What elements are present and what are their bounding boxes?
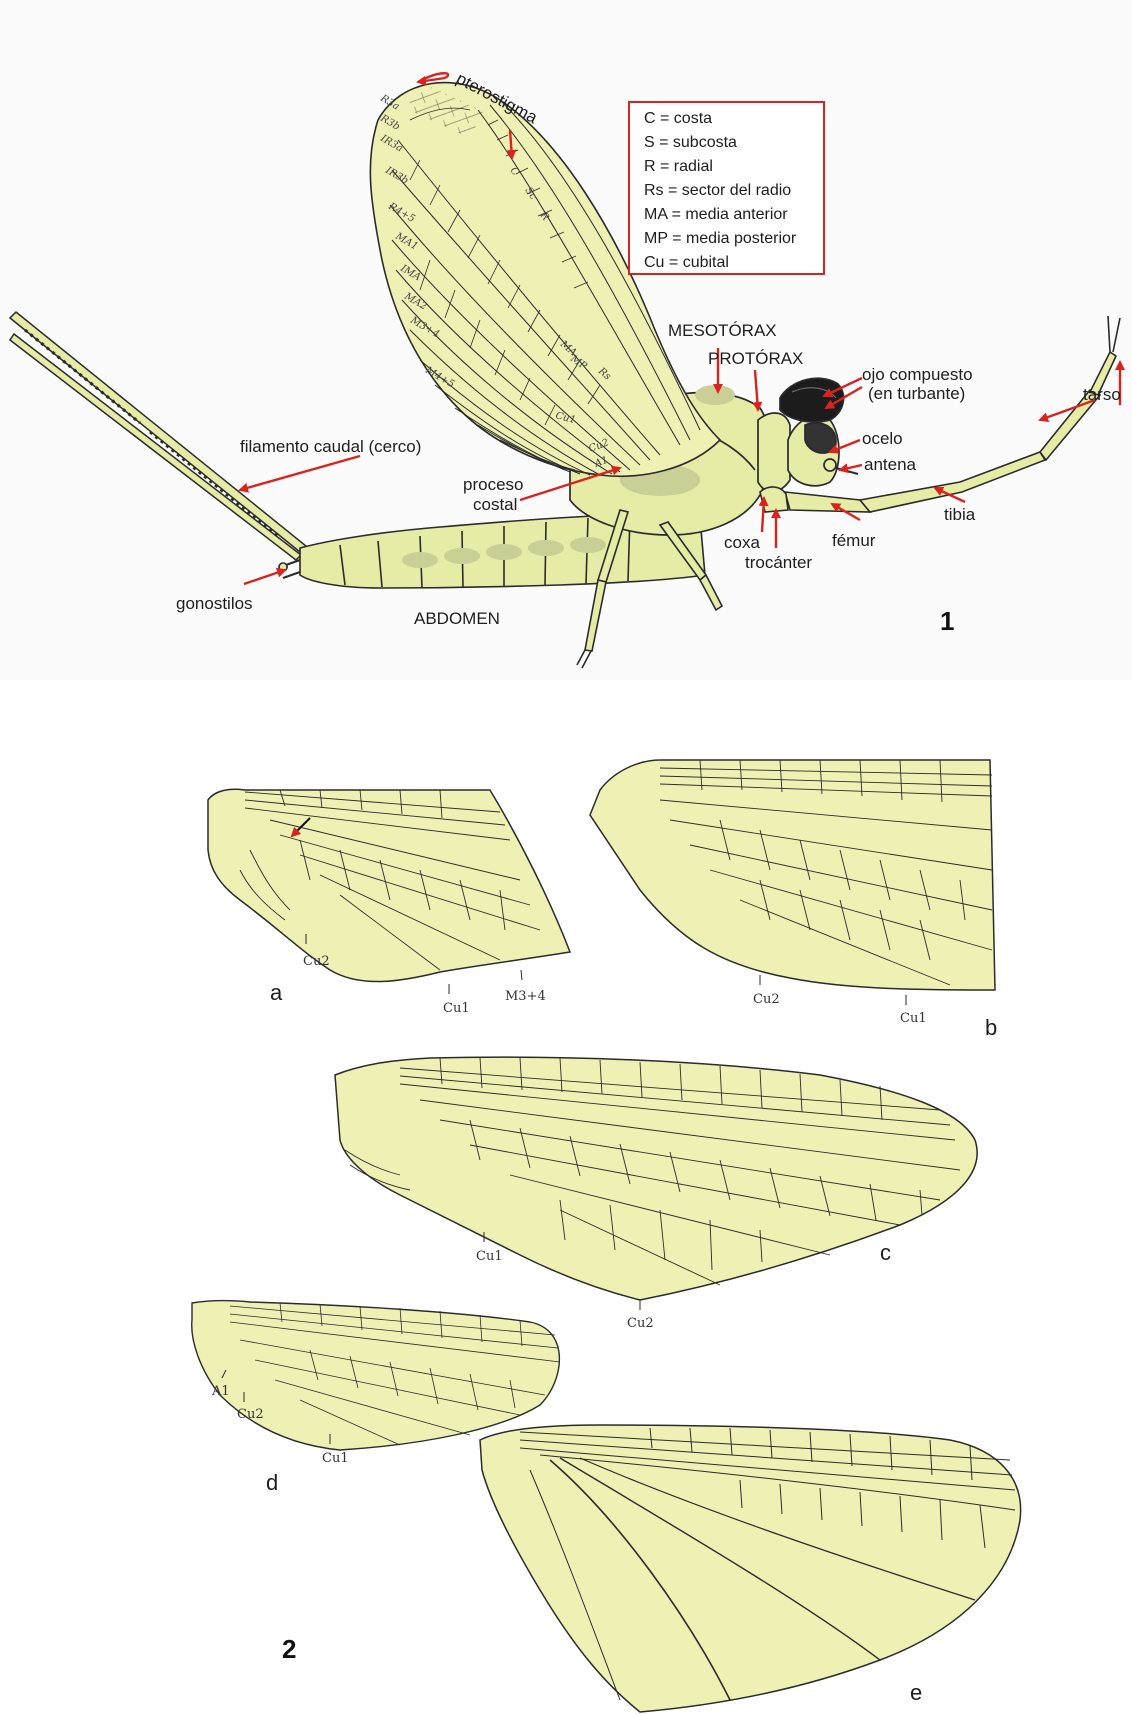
panel-letter-d: d [266,1470,278,1495]
label-d-cu1: Cu1 [322,1451,349,1466]
legend-media-anterior: MA = media anterior [644,206,788,223]
panel-letter-a: a [270,980,283,1005]
label-filamento-caudal: filamento caudal (cerco) [240,437,421,456]
label-d-a1: A1 [211,1384,230,1399]
label-coxa: coxa [724,533,760,552]
legend-media-posterior: MP = media posterior [644,230,797,247]
wing-panel-a: Cu2 Cu1 M3+4 a [208,789,570,1016]
label-a-cu1: Cu1 [443,1001,470,1016]
label-protorax: PROTÓRAX [708,349,803,368]
label-d-cu2: Cu2 [237,1407,264,1422]
figure-2: Cu2 Cu1 M3+4 a Cu2 Cu1 [192,760,1021,1712]
figure-1: R3a R3b IR3a IR3b R4+5 MA1 IMA MA2 M3+4 … [0,0,1132,680]
label-ocelo: ocelo [862,429,903,448]
figure-2-number: 2 [282,1634,296,1664]
label-proceso: proceso [463,475,523,494]
vein-legend: C = costa S = subcosta R = radial Rs = s… [629,102,824,274]
legend-costa: C = costa [644,110,712,127]
label-trocanter: trocánter [745,553,812,572]
label-mesotorax: MESOTÓRAX [668,321,777,340]
label-costal: costal [473,495,517,514]
wing-panel-c: Cu1 Cu2 c [335,1057,977,1331]
legend-subcosta: S = subcosta [644,134,737,151]
label-tarso: tarso [1083,385,1121,404]
label-ojo-compuesto: ojo compuesto [862,365,973,384]
wing-panel-b: Cu2 Cu1 b [590,760,997,1040]
panel-letter-b: b [985,1015,997,1040]
label-femur: fémur [832,531,876,550]
label-antena: antena [864,455,917,474]
label-b-cu2: Cu2 [753,992,780,1007]
label-b-cu1: Cu1 [900,1011,927,1026]
panel-letter-e: e [910,1680,922,1705]
label-abdomen: ABDOMEN [414,609,500,628]
legend-radial: R = radial [644,158,713,175]
label-tibia: tibia [944,505,976,524]
label-a-m34: M3+4 [505,989,546,1004]
label-gonostilos: gonostilos [176,594,253,613]
label-a-cu2: Cu2 [303,954,330,969]
label-en-turbante: (en turbante) [868,384,965,403]
figure-1-number: 1 [940,606,954,636]
legend-cubital: Cu = cubital [644,254,729,271]
legend-sector-radio: Rs = sector del radio [644,182,791,199]
label-c-cu2: Cu2 [627,1316,654,1331]
wing-panel-e: e [480,1425,1021,1712]
panel-letter-c: c [880,1240,891,1265]
label-c-cu1: Cu1 [476,1249,503,1264]
